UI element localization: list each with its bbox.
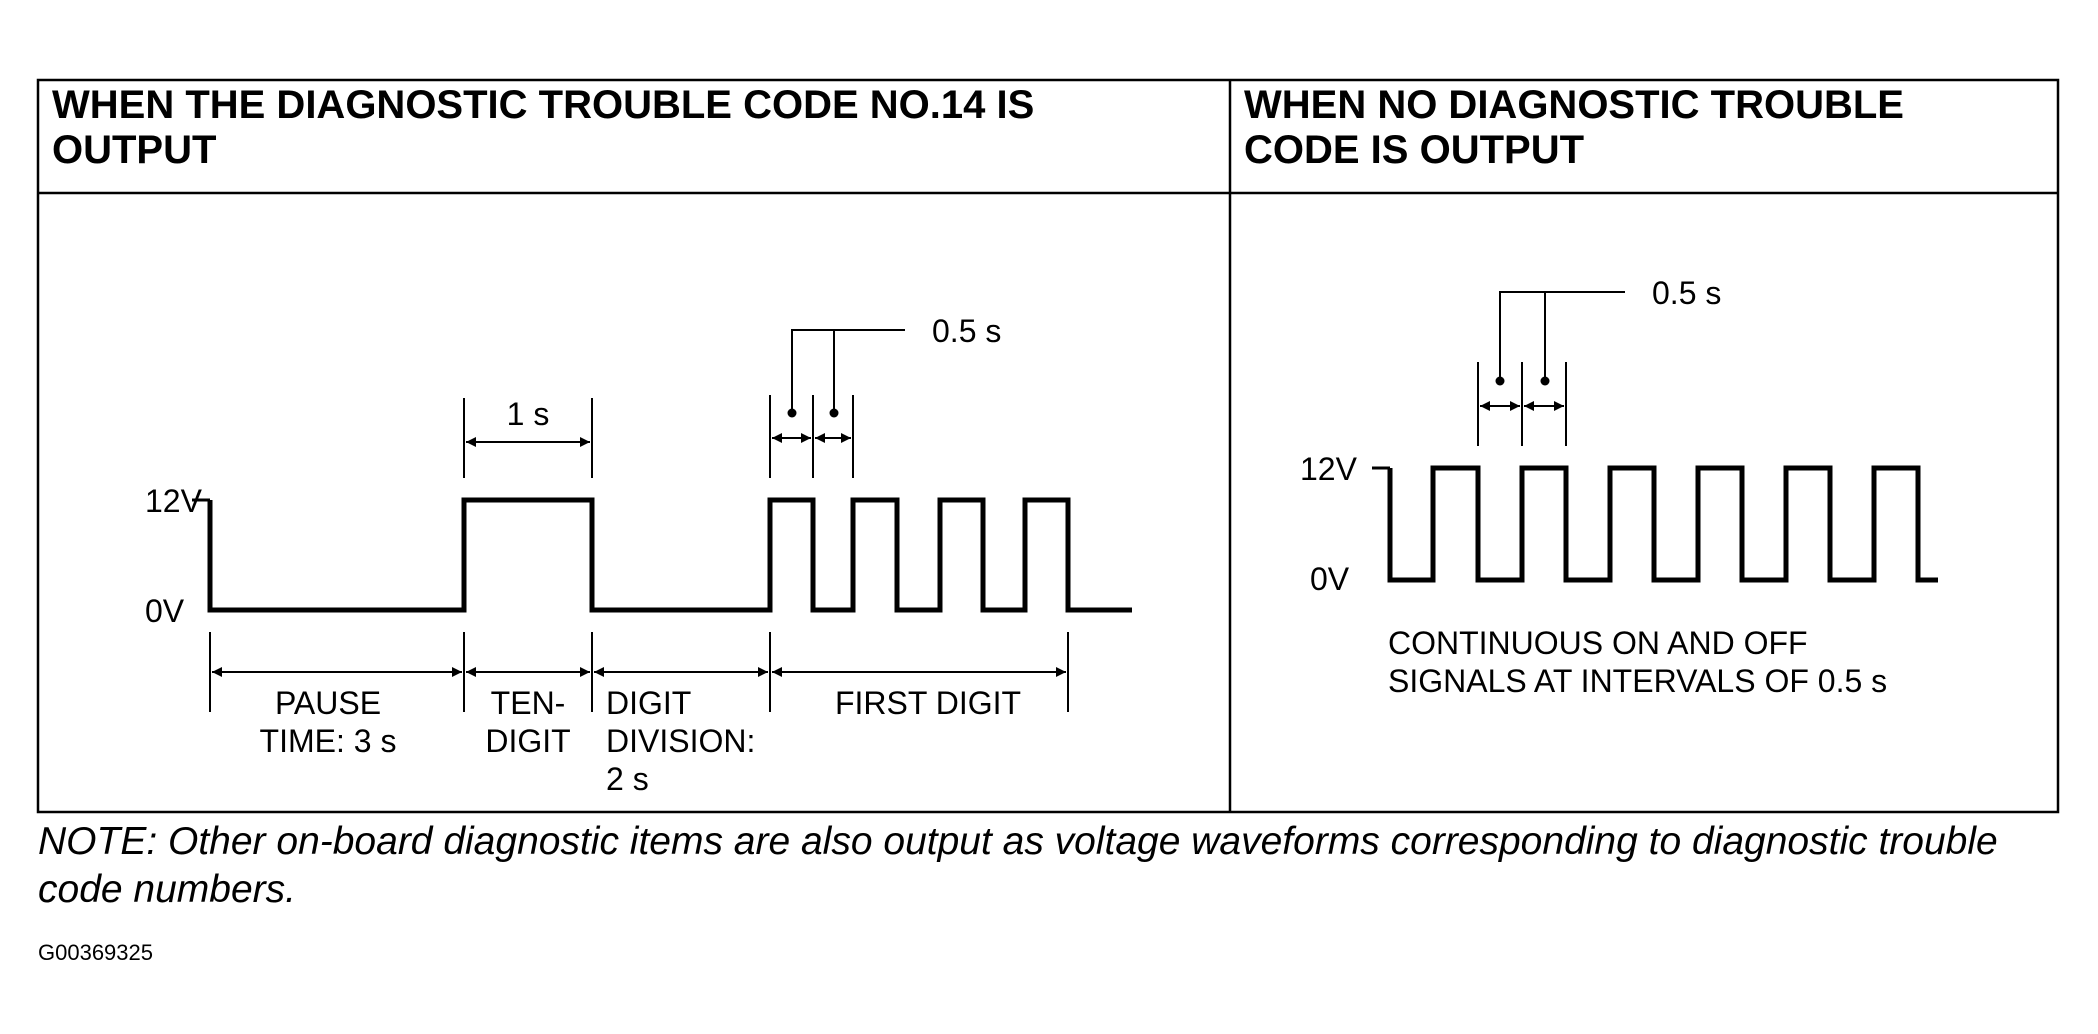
right-half-second-label: 0.5 s (1652, 275, 1721, 311)
right-caption-line1: CONTINUOUS ON AND OFF (1388, 625, 1808, 661)
right-caption-line2: SIGNALS AT INTERVALS OF 0.5 s (1388, 663, 1887, 699)
left-waveform: 12V 0V 1 s 0.5 s (145, 313, 1132, 797)
left-leader-dot (787, 408, 797, 418)
first-digit-label: FIRST DIGIT (835, 685, 1021, 721)
left-1s-dimension (463, 398, 593, 478)
table-frame (36, 78, 2060, 814)
right-12v-label: 12V (1300, 451, 1358, 487)
digit-division-label-line1: DIGIT (606, 685, 691, 721)
left-segment-dimensions (209, 632, 1069, 712)
right-header-line1: WHEN NO DIAGNOSTIC TROUBLE (1244, 83, 1904, 127)
pause-label-line2: TIME: 3 s (260, 723, 397, 759)
right-header-line2: CODE IS OUTPUT (1244, 128, 1584, 172)
left-half-second-label: 0.5 s (932, 313, 1001, 349)
left-half-second-dimension (769, 329, 905, 478)
right-leader-dot (1495, 376, 1505, 386)
figure-id: G00369325 (38, 940, 153, 965)
right-leader-dot (1540, 376, 1550, 386)
left-12v-label: 12V (145, 483, 203, 519)
left-leader-dot (829, 408, 839, 418)
left-0v-label: 0V (145, 593, 185, 629)
right-0v-label: 0V (1310, 561, 1350, 597)
ten-digit-label-line2: DIGIT (485, 723, 570, 759)
note-text: NOTE: Other on-board diagnostic items ar… (38, 820, 1998, 911)
pause-label-line1: PAUSE (275, 685, 381, 721)
left-header-line2: OUTPUT (52, 128, 216, 172)
ten-digit-label-line1: TEN- (491, 685, 566, 721)
right-signal-trace (1387, 465, 1938, 583)
right-half-second-dimension (1477, 291, 1625, 446)
left-1s-label: 1 s (507, 396, 550, 432)
digit-division-label-line2: DIVISION: (606, 723, 755, 759)
right-waveform: 12V 0V 0.5 s CONTINUOUS ON AND OFF SIGNA… (1300, 275, 1938, 699)
digit-division-label-line3: 2 s (606, 761, 649, 797)
left-signal-trace (207, 497, 1132, 613)
left-header-line1: WHEN THE DIAGNOSTIC TROUBLE CODE NO.14 I… (52, 83, 1034, 127)
